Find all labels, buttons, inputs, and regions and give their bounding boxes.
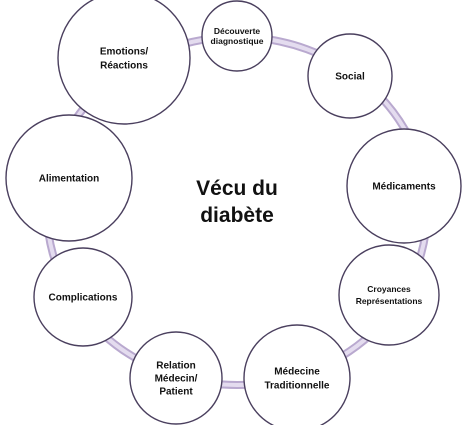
node-circle (33, 247, 133, 347)
node-circle (57, 0, 191, 125)
node-complications: Complications (33, 247, 133, 347)
node-label: Relation (156, 361, 195, 372)
node-label: Médecin/ (155, 374, 198, 385)
node-label: Croyances (367, 284, 411, 294)
node-label: Représentations (356, 296, 423, 306)
center-title: Vécu du diabète (196, 177, 278, 227)
node-label: Patient (159, 387, 193, 398)
node-emotions: Emotions/Réactions (57, 0, 191, 125)
node-layer: DécouvertediagnostiqueSocialMédicamentsC… (5, 0, 462, 425)
node-label: Traditionnelle (264, 381, 329, 392)
node-label: Social (335, 72, 365, 83)
node-label: Découverte (214, 26, 261, 36)
node-circle (338, 244, 440, 346)
node-circle (201, 0, 273, 72)
node-label: Médecine (274, 367, 320, 378)
node-medicaments: Médicaments (346, 128, 462, 244)
node-label: Emotions/ (100, 47, 149, 58)
center-title-line: Vécu du (196, 177, 278, 200)
node-circle (129, 331, 223, 425)
node-label: Complications (49, 293, 118, 304)
center-title-line: diabète (200, 204, 274, 227)
node-label: diagnostique (211, 36, 264, 46)
node-label: Alimentation (39, 174, 100, 185)
node-circle (307, 33, 393, 119)
node-circle (243, 324, 351, 425)
node-circle (5, 114, 133, 242)
node-label: Médicaments (372, 182, 436, 193)
node-circle (346, 128, 462, 244)
node-alimentation: Alimentation (5, 114, 133, 242)
node-label: Réactions (100, 61, 148, 72)
node-social: Social (307, 33, 393, 119)
